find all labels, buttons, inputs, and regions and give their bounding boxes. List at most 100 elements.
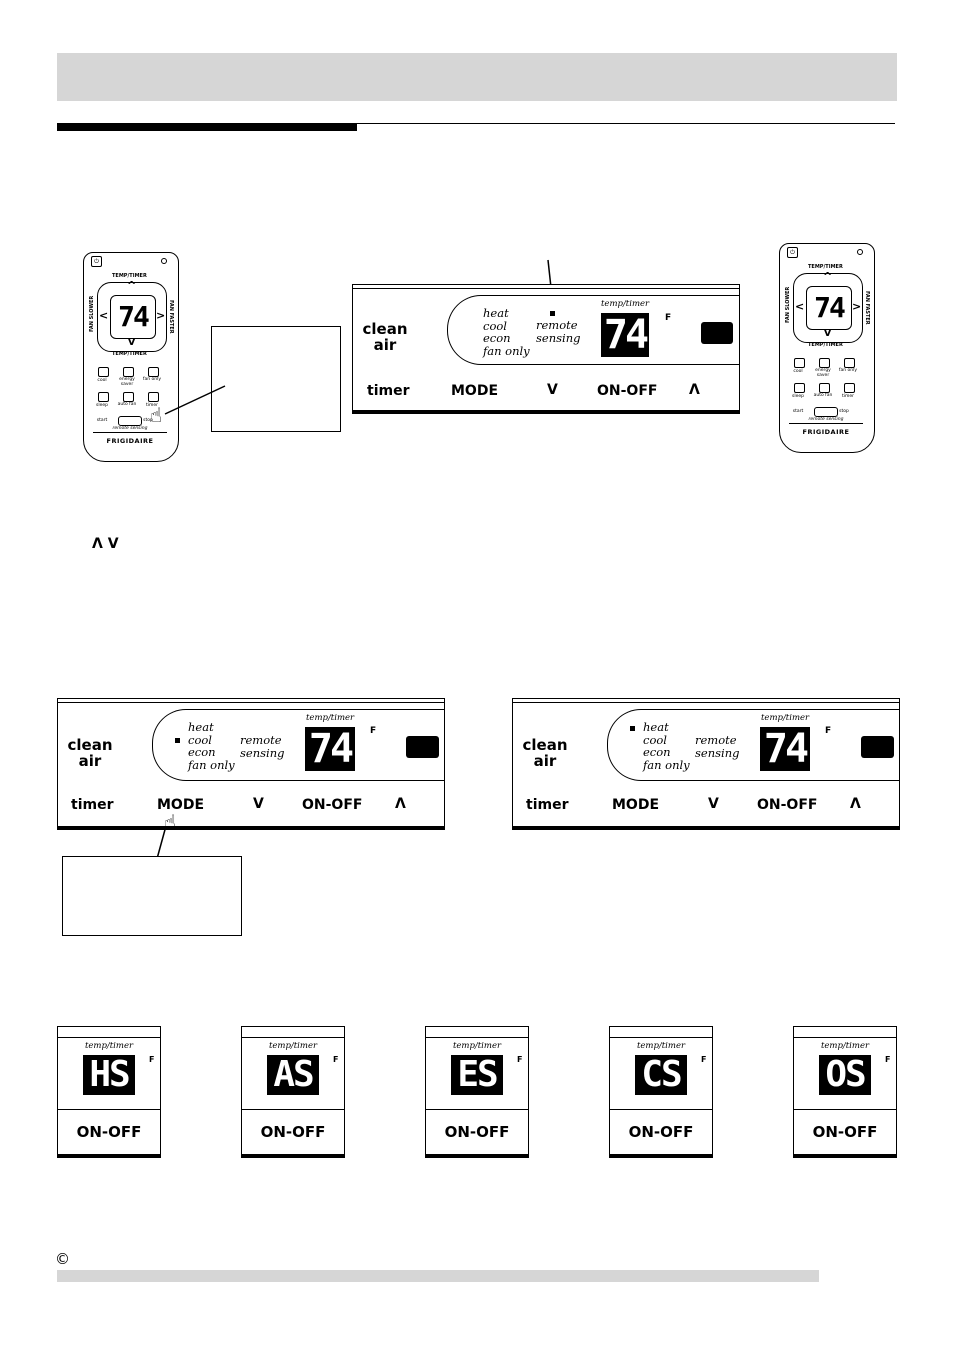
- temp-timer-label-top: TEMP/TIMER: [808, 264, 843, 270]
- copyright-symbol: ©: [55, 1250, 70, 1268]
- on-off-button[interactable]: ON-OFF: [628, 1123, 694, 1141]
- callout-box-mode: [62, 856, 242, 936]
- energy-saver-button[interactable]: [123, 367, 134, 377]
- timer-label: timer: [841, 394, 855, 399]
- mode-fan-only: fan only: [643, 757, 690, 772]
- timer-button[interactable]: [844, 383, 855, 393]
- auto-fan-button[interactable]: [819, 383, 830, 393]
- auto-fan-button[interactable]: [123, 392, 134, 402]
- remote-control-right: ⏻ TEMP/TIMER ^ v < > 74 FAN SLOWER FAN F…: [779, 243, 875, 453]
- timer-button[interactable]: timer: [367, 383, 410, 399]
- callout-box-remote: [211, 326, 341, 432]
- remote-display-digits: 74: [118, 300, 150, 333]
- display-oval: [447, 295, 740, 365]
- mode-heat: heat: [483, 306, 509, 320]
- sleep-label: sleep: [96, 403, 108, 408]
- cool-label: cool: [793, 369, 803, 374]
- timer-button[interactable]: [148, 392, 159, 402]
- timer-label: timer: [145, 403, 159, 408]
- display-code: AS: [267, 1055, 319, 1095]
- unit-label: F: [825, 726, 832, 736]
- timer-button[interactable]: timer: [526, 797, 569, 813]
- mini-display-cs: temp/timer CS F ON-OFF: [609, 1026, 713, 1158]
- mode-button[interactable]: MODE: [451, 383, 499, 399]
- power-icon: ⏻: [91, 256, 102, 267]
- brand-logo: FRIGIDAIRE: [93, 432, 167, 447]
- down-button[interactable]: V: [253, 796, 264, 812]
- on-off-button[interactable]: ON-OFF: [76, 1123, 142, 1141]
- indicator-led: [857, 249, 863, 255]
- temp-timer-label-bottom: TEMP/TIMER: [112, 351, 147, 357]
- up-button[interactable]: Λ: [689, 382, 700, 398]
- on-off-button[interactable]: ON-OFF: [757, 797, 818, 813]
- clean-air-label: clean air: [522, 736, 568, 770]
- unit-label: F: [333, 1055, 339, 1064]
- on-off-button[interactable]: ON-OFF: [597, 383, 658, 399]
- temp-timer-label: temp/timer: [452, 1041, 502, 1051]
- start-stop-button[interactable]: [814, 407, 838, 417]
- energy-saver-button[interactable]: [819, 358, 830, 368]
- up-button[interactable]: Λ: [395, 796, 406, 812]
- remote-sensing-indicator: [550, 311, 555, 316]
- temp-timer-label: temp/timer: [601, 299, 650, 309]
- remote-lcd-ring: ^ v < > 74: [97, 279, 167, 352]
- control-panel-top: clean air heat cool econ fan only remote…: [352, 284, 740, 414]
- remote-sensing-label: remote sensing: [536, 318, 581, 345]
- auto-fan-label: auto fan: [117, 402, 137, 407]
- cool-label: cool: [97, 378, 107, 383]
- unit-label: F: [701, 1055, 707, 1064]
- control-panel-left: clean air heat cool econ fan only remote…: [57, 698, 445, 830]
- on-off-button[interactable]: ON-OFF: [812, 1123, 878, 1141]
- remote-sensing-label: remote sensing: [112, 426, 148, 431]
- mode-cool: cool: [643, 732, 667, 747]
- mode-list: heat cool econ fan only: [188, 721, 235, 771]
- temp-timer-label: temp/timer: [820, 1041, 870, 1051]
- timer-button[interactable]: timer: [71, 797, 114, 813]
- mode-heat: heat: [188, 720, 214, 734]
- mode-button[interactable]: MODE: [612, 797, 660, 813]
- on-off-button[interactable]: ON-OFF: [444, 1123, 510, 1141]
- cool-button[interactable]: [98, 367, 109, 377]
- display-code: ES: [451, 1055, 503, 1095]
- display-code: HS: [83, 1055, 135, 1095]
- sleep-label: sleep: [792, 394, 804, 399]
- fan-faster-label: FAN FASTER: [864, 291, 870, 325]
- cool-button[interactable]: [794, 358, 805, 368]
- section-rule-thin: [357, 123, 895, 124]
- on-off-button[interactable]: ON-OFF: [260, 1123, 326, 1141]
- up-button[interactable]: Λ: [850, 796, 861, 812]
- unit-label: F: [885, 1055, 891, 1064]
- mode-heat: heat: [643, 720, 669, 734]
- mode-indicator-heat: [630, 726, 635, 731]
- mode-fan-only: fan only: [483, 343, 530, 358]
- fan-only-button[interactable]: [844, 358, 855, 368]
- display-block: [701, 322, 733, 344]
- control-panel-right: clean air heat cool econ fan only remote…: [512, 698, 900, 830]
- section-rule-thick: [57, 123, 357, 131]
- fan-only-label: fan only: [838, 368, 858, 373]
- start-stop-button[interactable]: [118, 416, 142, 426]
- temp-timer-label: temp/timer: [761, 713, 810, 723]
- mode-button[interactable]: MODE: [157, 797, 205, 813]
- clean-air-label: clean air: [67, 736, 113, 770]
- remote-lcd-ring: ^ v < > 74: [793, 270, 863, 343]
- unit-label: F: [665, 313, 672, 323]
- on-off-button[interactable]: ON-OFF: [302, 797, 363, 813]
- footer-band: [57, 1270, 819, 1282]
- energy-saver-label: energy saver: [815, 368, 831, 378]
- down-button[interactable]: V: [708, 796, 719, 812]
- sleep-button[interactable]: [98, 392, 109, 402]
- mode-cool: cool: [483, 318, 507, 333]
- clean-air-label: clean air: [362, 320, 408, 354]
- temp-display: 74: [601, 313, 649, 357]
- mini-display-as: temp/timer AS F ON-OFF: [241, 1026, 345, 1158]
- stop-label: stop: [143, 418, 153, 423]
- sleep-button[interactable]: [794, 383, 805, 393]
- down-button[interactable]: V: [547, 382, 558, 398]
- mini-display-es: temp/timer ES F ON-OFF: [425, 1026, 529, 1158]
- left-arrow-icon: <: [795, 300, 805, 313]
- up-down-symbols: Λ V: [92, 536, 119, 552]
- remote-sensing-label: remote sensing: [695, 733, 740, 760]
- display-block: [406, 736, 439, 758]
- fan-only-button[interactable]: [148, 367, 159, 377]
